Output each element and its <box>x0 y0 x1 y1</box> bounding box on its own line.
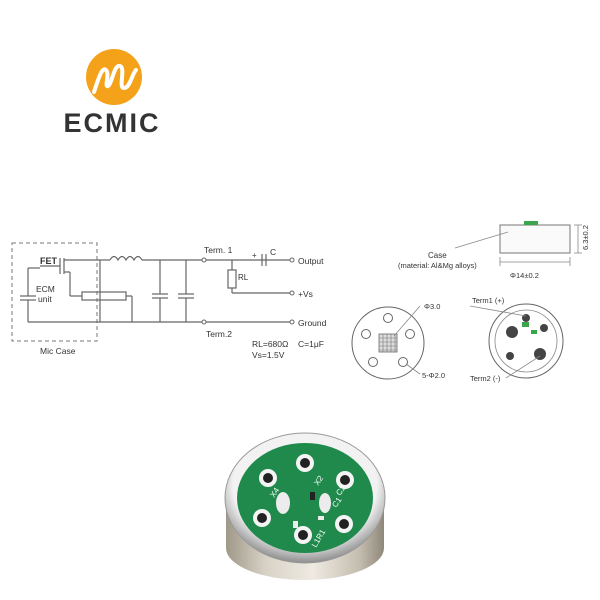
c-value: C=1μF <box>298 339 324 349</box>
vs-label: +Vs <box>298 289 313 299</box>
side-view-body <box>499 224 571 254</box>
mic-case-label: Mic Case <box>40 346 76 356</box>
vs-value: Vs=1.5V <box>252 350 285 360</box>
case-material: (material: Al&Mg alloys) <box>398 261 477 270</box>
circuit-schematic: Mic Case ECM unit FET <box>11 242 327 360</box>
hole-center-dim: Φ3.0 <box>424 302 440 311</box>
cap-label: C <box>270 247 276 257</box>
height-dim: 6.3±0.2 <box>581 225 590 250</box>
dimension-drawings: 6.3±0.2 Φ14±0.2 Case (material: Al&Mg al… <box>351 221 590 383</box>
term1-pin-label: Term1 (+) <box>472 296 505 305</box>
case-label: Case <box>428 251 447 260</box>
product-photo: X4 X2 C2 C1 L1R1 <box>224 432 386 580</box>
rl-value: RL=680Ω <box>252 339 288 349</box>
ground-label: Ground <box>298 318 327 328</box>
term1-label: Term. 1 <box>204 245 233 255</box>
cap-plus-label: + <box>252 251 257 260</box>
fet-label: FET <box>40 256 58 266</box>
rl-label: RL <box>238 273 249 282</box>
ecm-unit-label-line2: unit <box>38 294 52 304</box>
logo-brand-text: ECMIC <box>64 108 161 138</box>
output-label: Output <box>298 256 324 266</box>
term2-pin-label: Term2 (-) <box>470 374 501 383</box>
ecm-unit-label-line1: ECM <box>36 284 55 294</box>
logo-m-stroke <box>92 64 138 94</box>
pcb-holes <box>253 454 354 544</box>
term2-label: Term.2 <box>206 329 232 339</box>
ecmic-logo: ECMIC <box>64 49 161 138</box>
holes-outer-dim: 5-Φ2.0 <box>422 371 445 380</box>
diameter-dim: Φ14±0.2 <box>510 271 539 280</box>
